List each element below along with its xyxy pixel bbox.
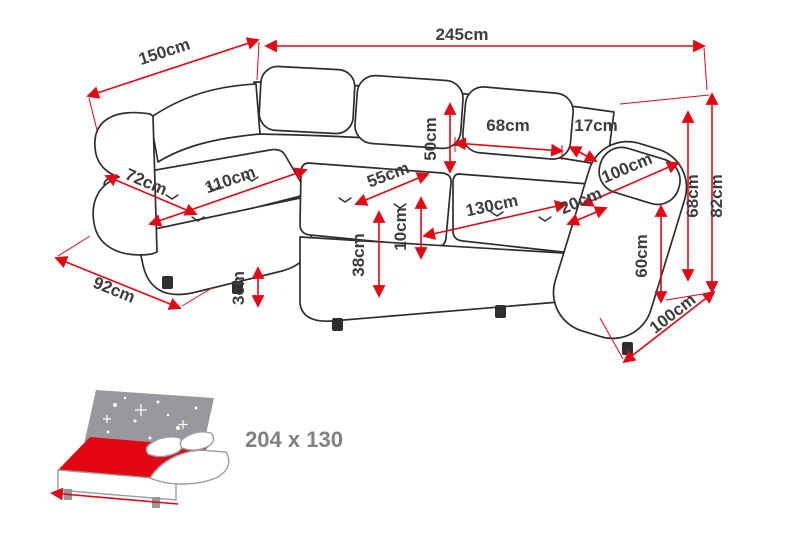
bed-blanket: [148, 449, 230, 485]
dimension-line-20: [566, 206, 608, 226]
dimension-line-150: [86, 37, 260, 99]
dimension-lines: [54, 37, 719, 364]
dim-label-cushion-thickness: 10cm: [391, 207, 410, 250]
sofa-bed-icon: [50, 390, 230, 508]
extension-lines: [57, 41, 710, 360]
dim-label-clearance: 3cm: [229, 271, 248, 305]
sofa-leg: [495, 305, 506, 318]
sofa-leg: [622, 342, 633, 355]
bed-fold-arrow: [50, 487, 179, 505]
back-pillow-middle: [354, 74, 464, 150]
dim-label-back-cushion-thickness: 17cm: [574, 116, 617, 135]
dim-label-armrest-height: 60cm: [632, 234, 651, 277]
dim-label-seat-height: 38cm: [349, 233, 368, 276]
dim-label-back-cushion-width: 68cm: [486, 116, 529, 135]
dim-label-side-height-outer: 82cm: [707, 174, 726, 217]
dimension-line-17: [568, 146, 598, 162]
bed-pillow-2: [179, 431, 215, 451]
dimension-line-100-armrest: [580, 161, 680, 207]
sofa-corner-back: [149, 83, 261, 163]
sofa-leg: [232, 281, 243, 294]
bed-front-panel: [57, 469, 177, 501]
dimension-line-55: [354, 172, 430, 206]
dimension-line-68-back: [453, 137, 564, 157]
dimension-line-110: [148, 167, 308, 227]
sofa-leg: [332, 318, 343, 331]
dim-label-chaise-outer-width: 92cm: [90, 273, 137, 307]
dim-label-side-height-inner: 68cm: [683, 174, 702, 217]
back-pillow-left: [258, 65, 356, 135]
dimension-line-130: [422, 200, 568, 240]
dim-label-back-height: 50cm: [421, 117, 440, 160]
bed-size-label: 204 x 130: [245, 427, 343, 452]
dimension-line-92: [54, 256, 182, 310]
dimension-line-100-depth: [622, 290, 716, 364]
dim-label-total-width: 245cm: [436, 25, 489, 44]
bed-pillow: [145, 436, 184, 458]
sofa-leg: [162, 276, 173, 289]
